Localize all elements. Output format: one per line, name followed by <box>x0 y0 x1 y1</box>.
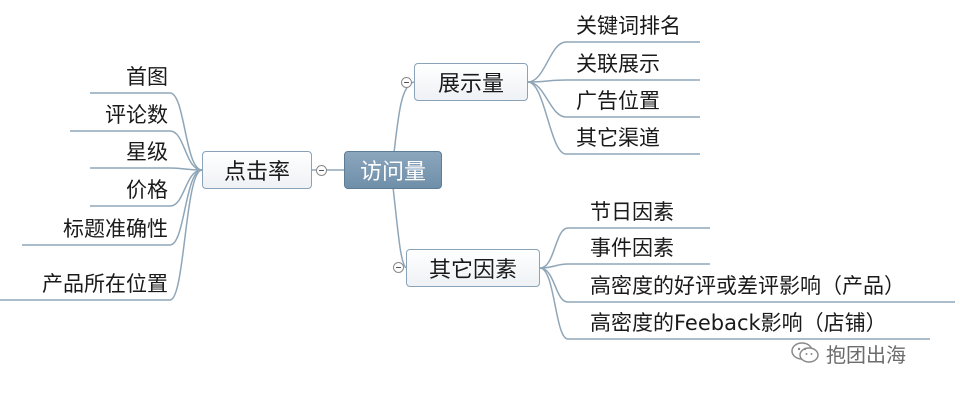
leaf-ctr-6[interactable]: 产品所在位置 <box>0 266 170 300</box>
collapse-other-factors-icon[interactable] <box>393 262 404 273</box>
connector-root-other <box>391 177 407 269</box>
connector-ctr-2 <box>70 130 203 171</box>
connector-ctr-4 <box>90 169 203 207</box>
connector-other-2 <box>539 263 710 269</box>
leaf-impressions-1[interactable]: 关键词排名 <box>574 8 704 42</box>
connector-ctr-1 <box>90 92 203 171</box>
root-node[interactable]: 访问量 <box>344 151 442 189</box>
leaf-ctr-2[interactable]: 评论数 <box>40 97 170 131</box>
leaf-impressions-3[interactable]: 广告位置 <box>574 83 704 117</box>
leaf-other-3[interactable]: 高密度的好评或差评影响（产品） <box>588 268 956 302</box>
collapse-ctr-icon[interactable] <box>316 165 327 176</box>
collapse-impressions-icon[interactable] <box>401 77 412 88</box>
leaf-other-1[interactable]: 节日因素 <box>588 194 718 228</box>
leaf-label: 高密度的好评或差评影响（产品） <box>590 274 905 298</box>
connector-other-1 <box>539 227 710 269</box>
branch-other-factors-label: 其它因素 <box>428 258 517 283</box>
branch-impressions-label: 展示量 <box>437 72 504 97</box>
leaf-label: 事件因素 <box>590 236 674 260</box>
leaf-label: 高密度的Feeback影响（店铺） <box>590 311 887 335</box>
leaf-label: 产品所在位置 <box>42 272 168 296</box>
leaf-label: 星级 <box>126 140 168 164</box>
leaf-impressions-4[interactable]: 其它渠道 <box>574 120 704 154</box>
branch-ctr[interactable]: 点击率 <box>202 151 312 189</box>
connector-impressions-1 <box>527 41 700 83</box>
connector-impressions-3 <box>527 81 700 118</box>
branch-other-factors[interactable]: 其它因素 <box>406 249 540 287</box>
branch-ctr-label: 点击率 <box>223 160 290 185</box>
connector-ctr-5 <box>22 169 203 246</box>
leaf-impressions-2[interactable]: 关联展示 <box>574 46 704 80</box>
leaf-ctr-5[interactable]: 标题准确性 <box>10 211 170 245</box>
watermark-text: 抱团出海 <box>826 342 906 367</box>
leaf-ctr-3[interactable]: 星级 <box>60 134 170 168</box>
root-label: 访问量 <box>359 160 426 185</box>
leaf-label: 关联展示 <box>576 52 660 76</box>
leaf-other-4[interactable]: 高密度的Feeback影响（店铺） <box>588 305 928 339</box>
leaf-label: 节日因素 <box>590 200 674 224</box>
leaf-label: 评论数 <box>105 103 168 127</box>
connector-impressions-4 <box>527 81 700 155</box>
leaf-label: 广告位置 <box>576 89 660 113</box>
leaf-other-2[interactable]: 事件因素 <box>588 230 718 264</box>
leaf-label: 关键词排名 <box>576 14 681 38</box>
leaf-label: 其它渠道 <box>576 126 660 150</box>
connector-other-4 <box>539 267 930 340</box>
watermark: 抱团出海 <box>790 338 906 368</box>
connector-impressions-2 <box>527 79 700 83</box>
leaf-label: 价格 <box>126 178 168 202</box>
leaf-ctr-4[interactable]: 价格 <box>60 172 170 206</box>
leaf-label: 标题准确性 <box>63 217 168 241</box>
wechat-icon <box>791 342 819 363</box>
leaf-ctr-1[interactable]: 首图 <box>60 59 170 93</box>
leaf-label: 首图 <box>126 65 168 89</box>
connector-ctr-3 <box>90 167 203 171</box>
branch-impressions[interactable]: 展示量 <box>414 63 528 101</box>
connector-ctr-6 <box>0 169 203 301</box>
